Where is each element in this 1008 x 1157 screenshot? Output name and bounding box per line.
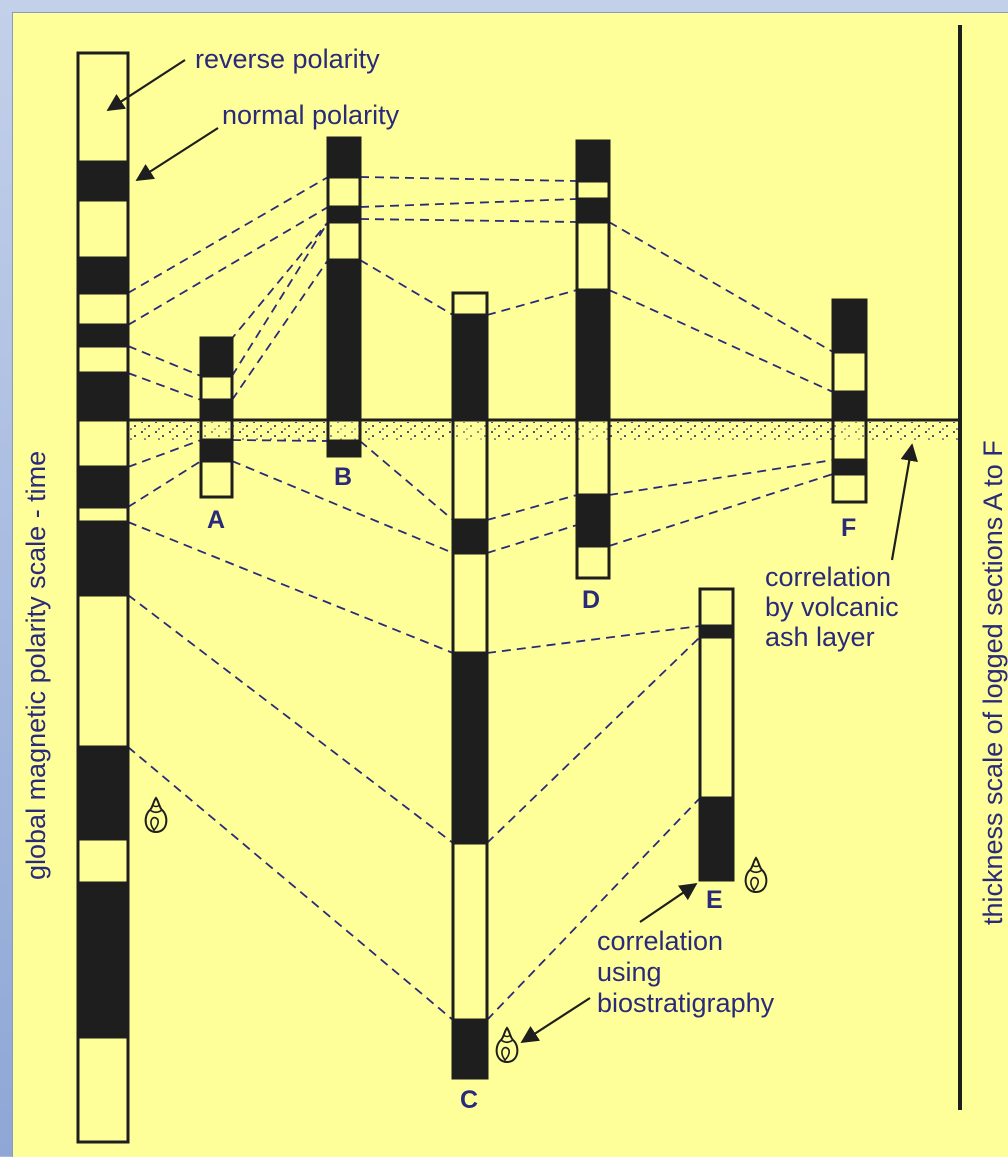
section-a-column — [199, 336, 234, 499]
left-axis-label: global magnetic polarity scale - time — [21, 451, 51, 880]
fossil-gastropod-icon — [495, 1027, 519, 1063]
section-b-column — [326, 136, 362, 458]
annotation-arrows — [106, 59, 918, 1043]
ash-label-line3: ash layer — [765, 622, 875, 652]
ash-dots-overlay — [128, 422, 958, 440]
reverse-polarity-label: reverse polarity — [195, 44, 380, 74]
section-b-label: B — [334, 463, 352, 491]
diagram-panel — [12, 12, 1008, 1157]
section-a-label: A — [207, 506, 225, 534]
section-d-column — [575, 139, 611, 580]
bio-label-line2: using — [597, 957, 662, 987]
fossil-gastropod-icon — [744, 857, 768, 893]
section-c-label: C — [460, 1086, 478, 1114]
global-polarity-column — [76, 51, 130, 1144]
section-c-column — [451, 291, 489, 1080]
correlation-lines — [127, 176, 834, 1021]
section-d-label: D — [582, 586, 600, 614]
ash-label-line1: correlation — [765, 562, 891, 592]
section-e-column — [698, 587, 735, 882]
section-e-label: E — [706, 886, 723, 914]
fossil-gastropod-icon — [144, 797, 168, 833]
right-axis-label: thickness scale of logged sections A to … — [978, 440, 1008, 925]
normal-polarity-label: normal polarity — [222, 100, 400, 130]
section-f-label: F — [841, 514, 856, 542]
bio-label-line1: correlation — [597, 926, 723, 956]
bio-label-line3: biostratigraphy — [597, 988, 775, 1018]
section-f-column — [831, 298, 868, 504]
ash-label-line2: by volcanic — [765, 592, 899, 622]
